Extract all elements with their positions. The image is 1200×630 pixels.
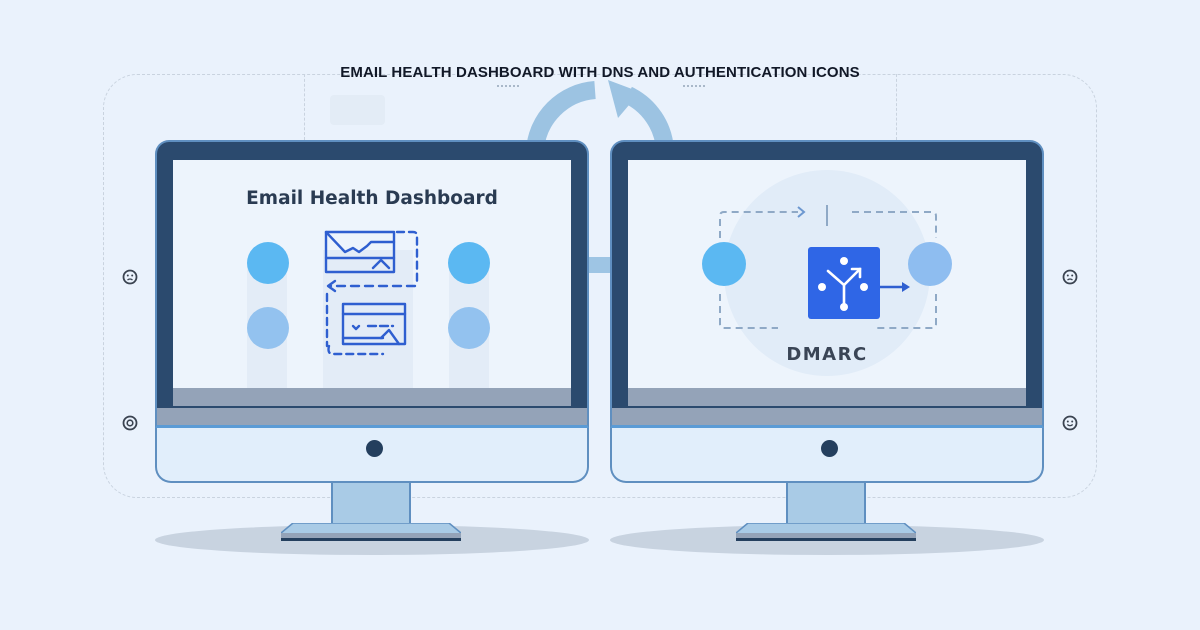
status-dot-right[interactable] [908,242,952,286]
checklist-card-icon [341,302,407,346]
monitor-neck [331,483,411,523]
monitor-chin [610,428,1044,483]
monitor-connector [587,257,611,273]
camera-dot [366,440,383,457]
screen-bottom-bar [173,388,571,406]
status-dot-top-right[interactable] [448,242,490,284]
dots-left [497,85,519,87]
dmarc-screen: DMARC [628,160,1026,406]
sad-face-icon [122,269,138,285]
dmarc-routing-icon[interactable] [808,247,880,319]
monitor-chin [155,428,589,483]
outer-dashed-frame [103,74,1097,498]
chart-card-icon [324,230,396,274]
monitor-foot [281,523,461,541]
sad-face-icon [1062,269,1078,285]
monitor-chin-strip [155,408,589,428]
status-dot-top-left[interactable] [247,242,289,284]
dots-right [683,85,705,87]
camera-dot [821,440,838,457]
target-icon [122,415,138,431]
right-monitor: DMARC [610,140,1044,555]
monitor-neck [786,483,866,523]
dmarc-label: DMARC [786,344,868,365]
monitor-bezel: DMARC [610,140,1044,410]
left-monitor: Email Health Dashboard [155,140,589,555]
screen-bottom-bar [628,388,1026,406]
status-dot-bottom-left[interactable] [247,307,289,349]
monitor-foot [736,523,916,541]
status-dot-bottom-right[interactable] [448,307,490,349]
status-dot-left[interactable] [702,242,746,286]
monitor-chin-strip [610,408,1044,428]
monitor-bezel: Email Health Dashboard [155,140,589,410]
email-health-icons [324,230,419,356]
smile-face-icon [1062,415,1078,431]
dmarc-flow-lines [719,205,937,329]
guide-line-left [304,74,305,140]
page-title: EMAIL HEALTH DASHBOARD WITH DNS AND AUTH… [340,64,860,81]
ghost-block [330,95,385,125]
dashboard-screen: Email Health Dashboard [173,160,571,406]
column-bg [323,250,413,406]
dashboard-title: Email Health Dashboard [246,188,498,209]
guide-line-right [896,74,897,140]
